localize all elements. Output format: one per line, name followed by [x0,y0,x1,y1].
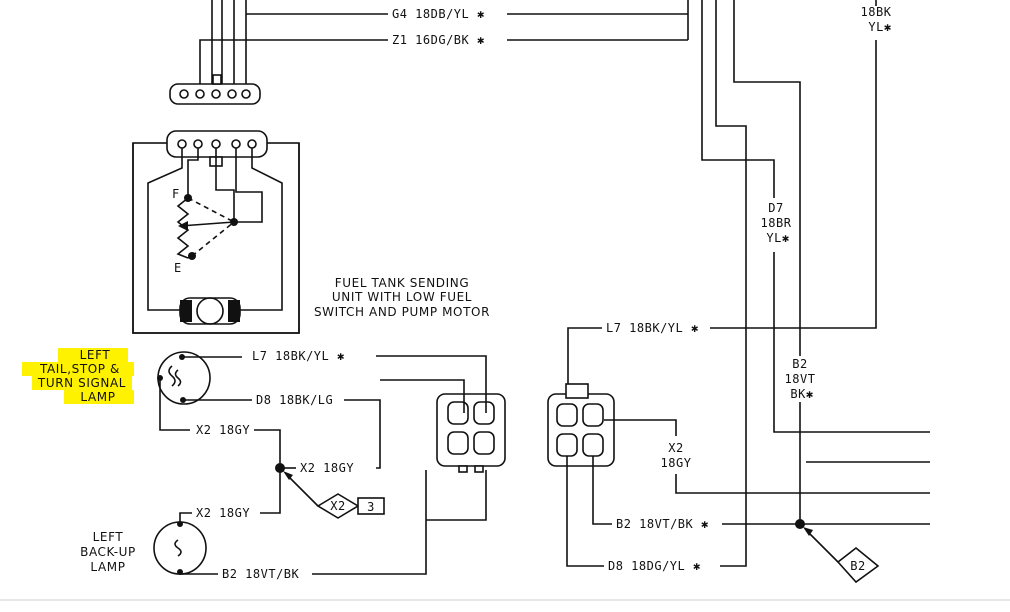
connector-left [436,393,506,473]
terminal-f: F [172,187,180,201]
wire-label-b2-vertical-2: 18VT [785,372,816,386]
connector-right [547,383,615,467]
wire-label-x2-a: X2 18GY [196,423,250,437]
wire-label-top-right-1: 18BK [861,5,892,19]
highlight-lamp [64,390,134,404]
wire-label-x2-right-2: 18GY [661,456,692,470]
b2-ref-label: B2 [850,559,865,573]
wire-label-x2-b: X2 18GY [300,461,354,475]
wire-label-x2-c: X2 18GY [196,506,250,520]
left-tail-lamp [157,351,252,431]
x2-ref-page: 3 [367,500,375,514]
tail-lamp-label-4: LAMP [80,390,115,404]
top-harness [199,0,689,85]
tail-lamp-label-3: TURN SIGNAL [37,376,126,390]
highlight-tail [22,362,134,376]
highlight-left [58,348,128,362]
wire-label-d8-left: D8 18BK/LG [256,393,333,407]
wire-label-g4: G4 18DB/YL ✱ [392,7,485,21]
wire-label-b2-vertical-3: BK✱ [790,387,813,401]
wire-label-l7-right: L7 18BK/YL ✱ [606,321,699,335]
b2-reference-diamond [836,546,880,584]
wire-label-d8-right: D8 18DG/YL ✱ [608,559,701,573]
tail-lamp-label-1: LEFT [80,348,111,362]
wire-label-d7-2: 18BR [761,216,792,230]
backup-lamp-label-1: LEFT [93,530,124,544]
backup-lamp-label-2: BACK-UP [80,545,136,559]
tail-lamp-label-2: TAIL,STOP & [39,362,120,376]
x2-reference-diamond [316,493,385,519]
highlight-turn [32,376,132,390]
backup-lamp-label-3: LAMP [90,560,125,574]
wire-label-x2-right-1: X2 [668,441,683,455]
wire-label-b2-vertical-1: B2 [792,357,807,371]
wire-label-l7-left: L7 18BK/YL ✱ [252,349,345,363]
wire-label-b2-left: B2 18VT/BK [222,567,300,581]
wire-label-z1: Z1 16DG/BK ✱ [392,33,485,47]
x2-ref-label: X2 [330,499,345,513]
wire-label-d7-1: D7 [768,201,783,215]
fuel-tank-sending-unit [132,130,300,334]
wire-label-d7-3: YL✱ [766,231,789,245]
harness-plug-top [169,74,261,105]
wire-label-top-right-2: YL✱ [868,20,891,34]
wire-label-b2-right: B2 18VT/BK ✱ [616,517,709,531]
fuel-tank-caption-3: SWITCH AND PUMP MOTOR [314,305,490,319]
fuel-tank-caption-1: FUEL TANK SENDING [335,276,469,290]
fuel-tank-caption-2: UNIT WITH LOW FUEL [332,290,472,304]
terminal-e: E [174,261,182,275]
left-backup-lamp [153,512,218,575]
